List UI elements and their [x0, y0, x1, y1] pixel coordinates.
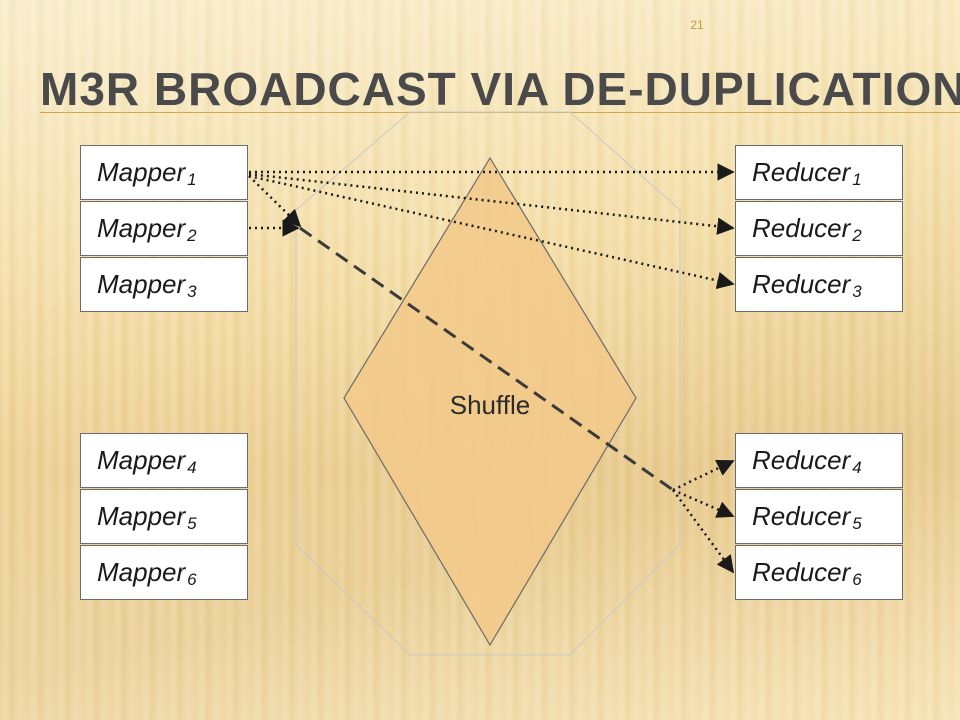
- reducer-5-subscript: 5: [852, 514, 862, 533]
- arrow-mapper1-broadcast: [248, 175, 302, 228]
- reducer-3-subscript: 3: [852, 282, 862, 301]
- mapper-5-subscript: 5: [187, 514, 197, 533]
- arrow-fanout-reducer4: [672, 459, 735, 492]
- mapper-2-label: Mapper: [97, 213, 186, 243]
- mapper-4-label: Mapper: [97, 445, 186, 475]
- mapper-1-subscript: 1: [187, 170, 197, 189]
- shuffle-diamond: [343, 156, 637, 647]
- shuffle-label: Shuffle: [449, 390, 531, 420]
- reducer-5-label: Reducer: [752, 501, 851, 531]
- mapper-6-subscript: 6: [187, 570, 197, 589]
- mapper-3-subscript: 3: [187, 282, 197, 301]
- reducer-1-label: Reducer: [752, 157, 851, 187]
- reducer-3-label: Reducer: [752, 269, 851, 299]
- arrow-fanout-reducer6: [671, 489, 735, 574]
- mapper-2-subscript: 2: [187, 226, 197, 245]
- arrow-mapper1-reducer3: [248, 174, 735, 290]
- reducer-4-subscript: 4: [852, 458, 862, 477]
- reducer-6-subscript: 6: [852, 570, 862, 589]
- slide-number: 21: [690, 18, 704, 32]
- mapper-5-label: Mapper: [97, 501, 186, 531]
- shuffle-frame: [295, 111, 681, 656]
- broadcast-dashed-arrow: [299, 226, 674, 492]
- reducer-1-subscript: 1: [852, 170, 862, 189]
- mapper-4-subscript: 4: [187, 458, 197, 477]
- mapper-3-label: Mapper: [97, 269, 186, 299]
- reducer-4-label: Reducer: [752, 445, 851, 475]
- arrow-fanout-reducer5: [672, 488, 735, 518]
- reducer-6-label: Reducer: [752, 557, 851, 587]
- reducer-2-label: Reducer: [752, 213, 851, 243]
- slide-title: M3R Broadcast via De-duplication: [40, 63, 960, 115]
- reducer-2-subscript: 2: [852, 226, 862, 245]
- mapper-6-label: Mapper: [97, 557, 186, 587]
- mapper-1-label: Mapper: [97, 157, 186, 187]
